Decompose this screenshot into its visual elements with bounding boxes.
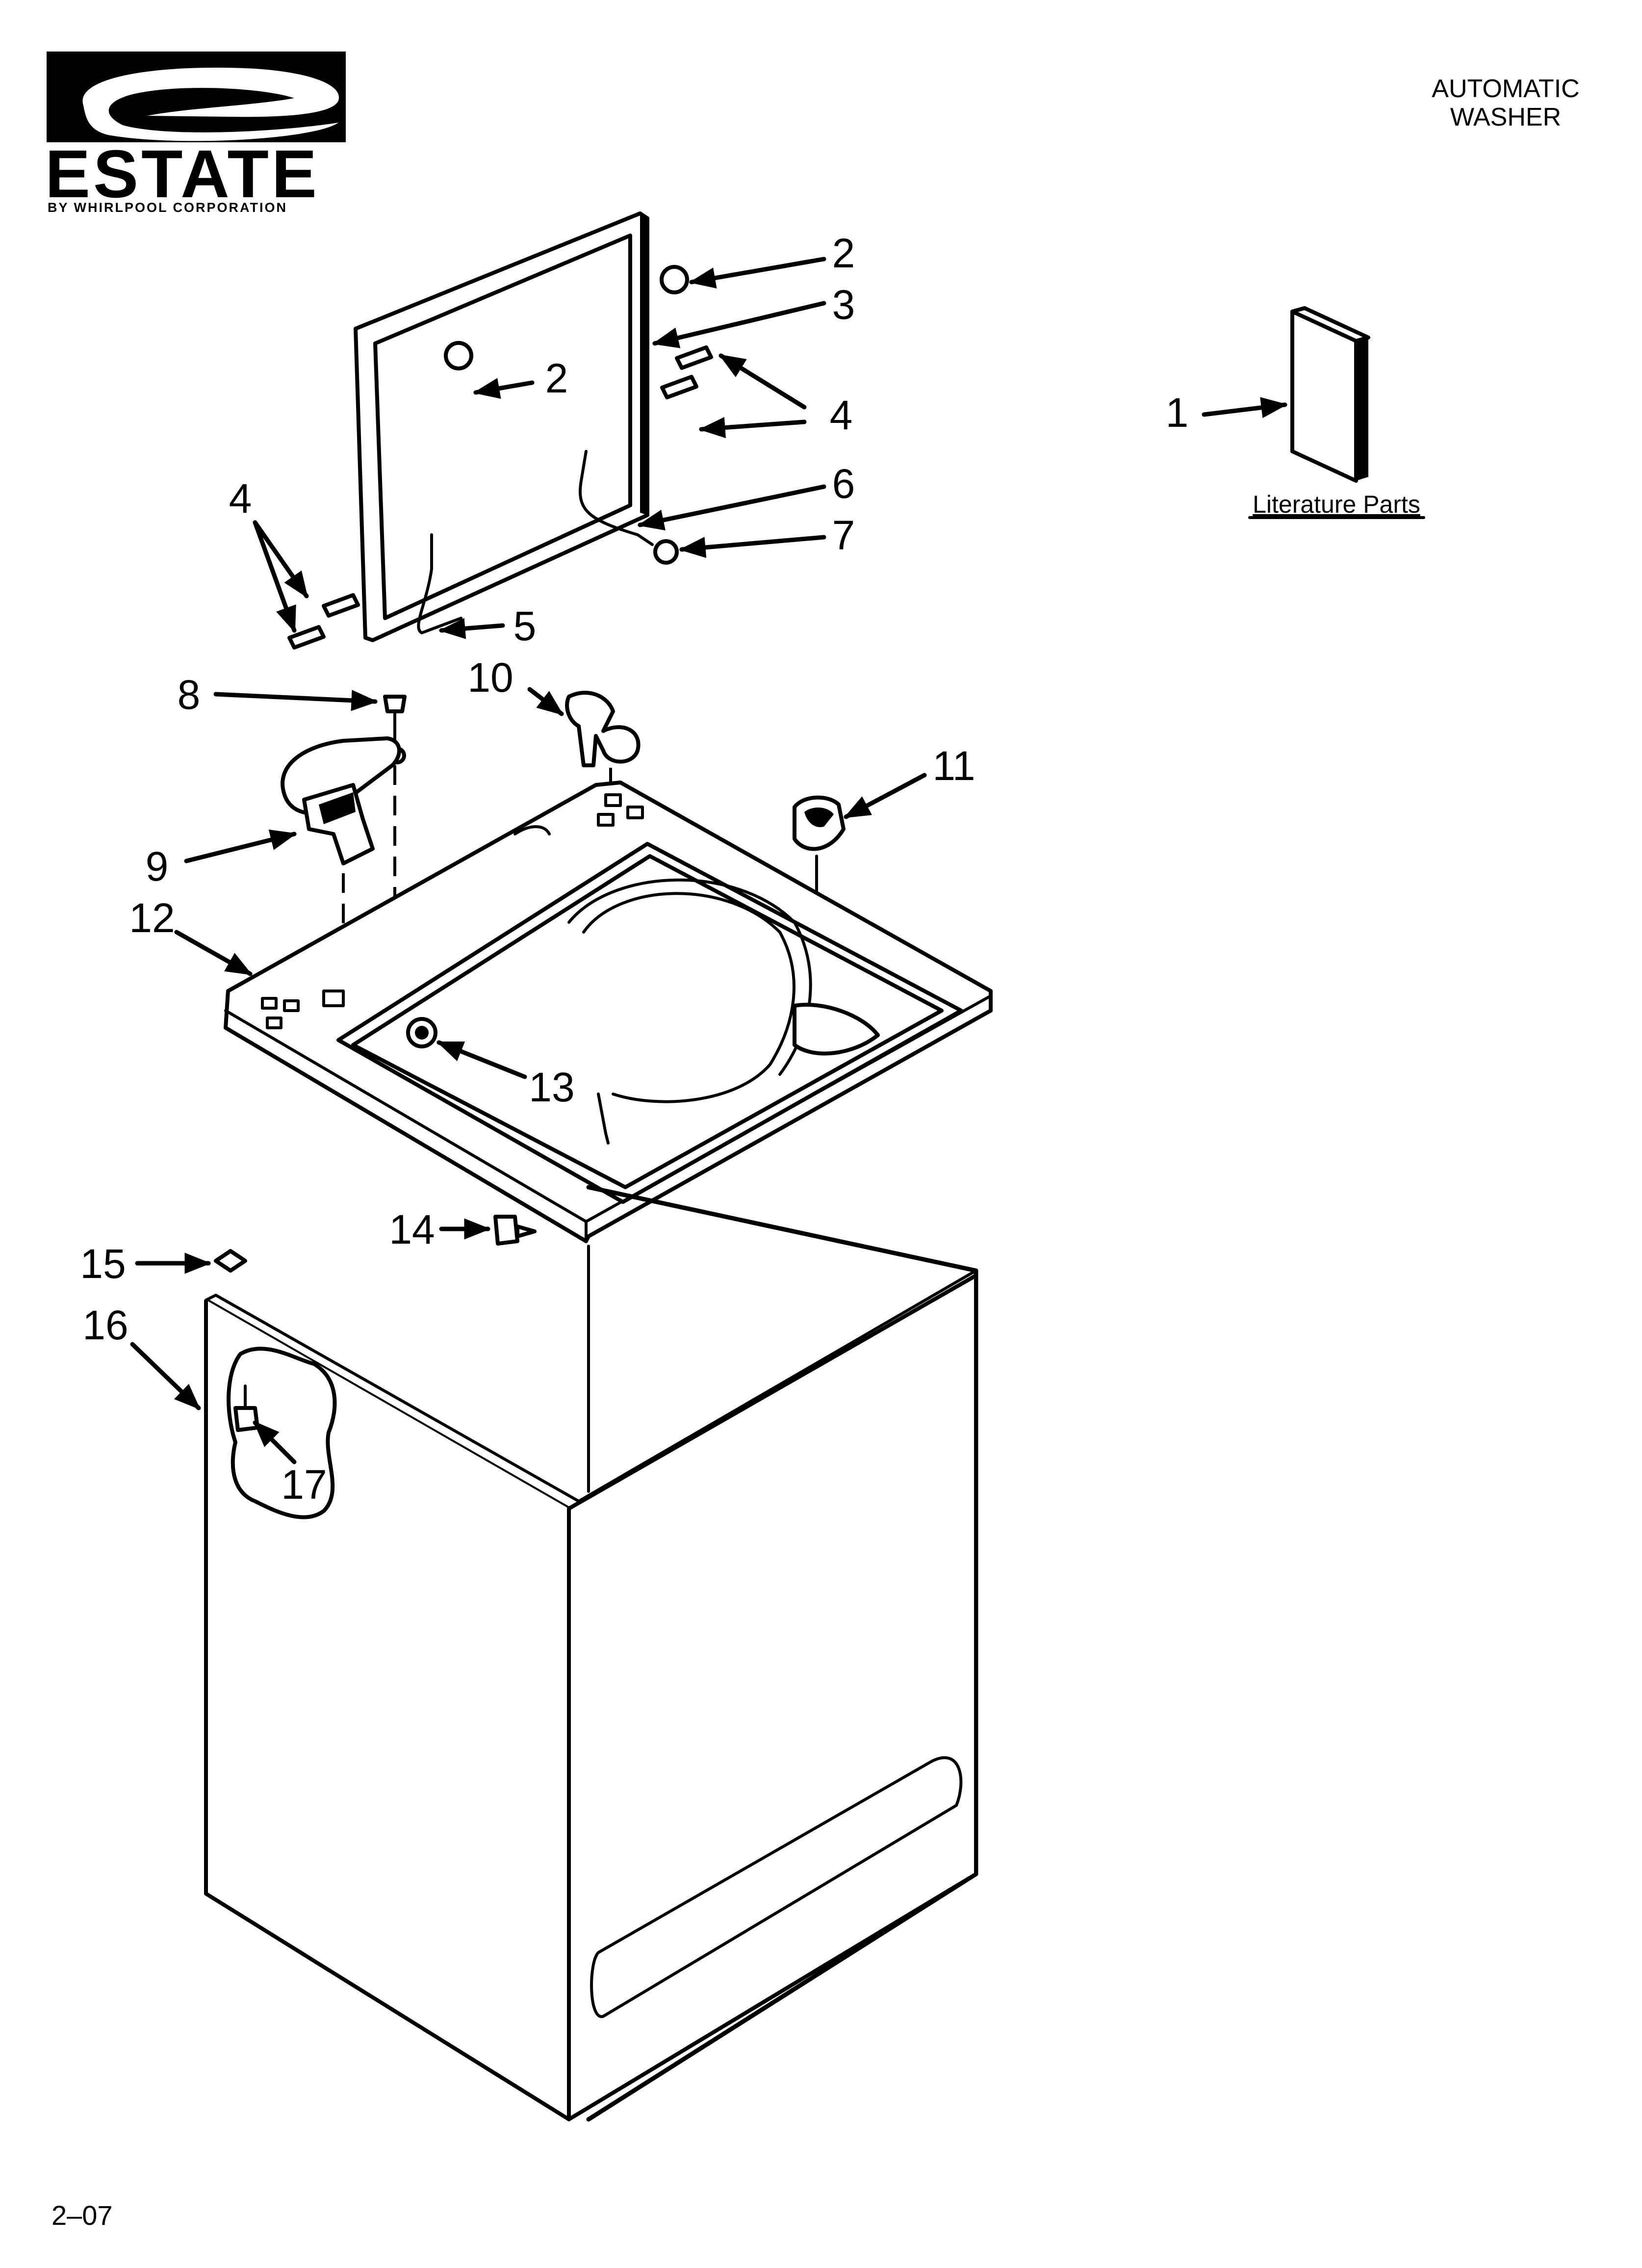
callout-4a-arrow-2 xyxy=(698,417,807,439)
title-line-2: WASHER xyxy=(1450,103,1561,131)
cabinet xyxy=(204,1185,978,2122)
cabinet-kick-panel xyxy=(590,1756,963,2018)
callout-11-arrow xyxy=(844,773,927,819)
dispenser-well xyxy=(793,1003,880,1056)
literature-booklet-spine xyxy=(1356,338,1368,481)
panel-slot-2 xyxy=(626,806,644,819)
hinge-screw-1 xyxy=(675,345,713,370)
callout-17: 17 xyxy=(281,1461,327,1508)
callout-15: 15 xyxy=(80,1241,126,1287)
literature-parts-label: Literature Parts xyxy=(1253,491,1420,518)
title-line-1: AUTOMATIC xyxy=(1432,75,1579,103)
callout-7: 7 xyxy=(832,512,855,558)
lid-edge xyxy=(640,213,647,515)
top-panel xyxy=(224,781,993,1243)
callout-16: 16 xyxy=(82,1302,128,1348)
panel-notch xyxy=(513,825,551,835)
callout-5: 5 xyxy=(513,603,537,649)
callout-4a: 4 xyxy=(830,392,853,438)
cutaway-screw-head xyxy=(233,1406,259,1432)
tub-ring-inner xyxy=(582,892,795,1103)
lid-assembly xyxy=(287,211,713,650)
estate-logo: ESTATE BY WHIRLPOOL CORPORATION xyxy=(45,52,346,215)
callout-14: 14 xyxy=(389,1206,435,1252)
literature-parts: 1 Literature Parts xyxy=(1166,306,1425,519)
tub-ring-seam xyxy=(597,1093,610,1145)
hinge-screw-2 xyxy=(660,375,698,399)
callout-3: 3 xyxy=(832,282,855,328)
callout-10-arrow xyxy=(527,687,564,716)
switch-body xyxy=(302,783,375,865)
callout-4b: 4 xyxy=(229,475,252,521)
bleach-dispenser-cap xyxy=(793,795,846,1012)
callout-17-arrow xyxy=(253,1420,297,1464)
panel-slot-6 xyxy=(266,1017,282,1029)
cabinet-side xyxy=(567,1274,978,2121)
callout-2b: 2 xyxy=(545,355,568,401)
panel-slot-4 xyxy=(261,997,278,1010)
snubber-pad xyxy=(406,1017,437,1048)
cabinet-screw-head xyxy=(493,1215,519,1246)
panel-slot-5 xyxy=(283,999,300,1012)
callout-2b-arrow xyxy=(473,378,535,399)
callout-4a-arrow-1 xyxy=(718,353,807,410)
switch-terminal xyxy=(319,792,356,824)
callout-9: 9 xyxy=(146,843,169,889)
brand-name: ESTATE xyxy=(45,136,320,212)
callout-1: 1 xyxy=(1166,390,1189,436)
lid-switch-assembly xyxy=(281,695,407,991)
lid-hinge-wire-right xyxy=(578,450,654,546)
callout-16-arrow xyxy=(130,1342,201,1410)
brand-subtitle: BY WHIRLPOOL CORPORATION xyxy=(48,200,287,215)
callout-8-arrow xyxy=(213,690,378,711)
callout-6-arrow xyxy=(637,484,826,531)
cabinet-screw xyxy=(493,1215,537,1246)
top-panel-opening xyxy=(351,854,944,1189)
hinge-screw-3 xyxy=(322,593,360,618)
callout-9-arrow xyxy=(184,829,297,863)
callout-3-arrow xyxy=(652,301,826,348)
hinge-clip-body xyxy=(565,691,641,767)
panel-slot-3 xyxy=(597,813,615,827)
cabinet-top-lip xyxy=(205,1269,977,1503)
lid-bumper-left xyxy=(444,341,473,370)
callout-5-arrow xyxy=(438,618,505,639)
dispenser-cap-top xyxy=(804,807,834,827)
snubber-inner xyxy=(415,1026,429,1040)
lid-hinge-wire-left xyxy=(417,533,462,634)
callout-2a: 2 xyxy=(832,230,855,276)
lid-bumper-top xyxy=(660,265,689,294)
hinge-screw-4 xyxy=(287,625,326,650)
logo-swoosh xyxy=(82,67,339,141)
callout-2a-arrow xyxy=(689,257,826,288)
callout-8: 8 xyxy=(178,672,201,718)
callout-13-arrow xyxy=(436,1040,527,1079)
callout-10: 10 xyxy=(467,654,513,701)
callout-7-arrow xyxy=(679,535,826,558)
lid-inner xyxy=(373,234,632,620)
panel-slot-7 xyxy=(322,990,345,1007)
switch-screw xyxy=(383,695,407,713)
cabinet-cutaway xyxy=(227,1347,337,1519)
callout-4b-arrow-2 xyxy=(253,520,297,633)
callout-4b-arrow-1 xyxy=(253,520,309,599)
hinge-nut xyxy=(653,539,679,565)
cabinet-clip xyxy=(214,1249,247,1273)
page-code: 2–07 xyxy=(51,2200,113,2231)
callout-1-arrow xyxy=(1202,397,1288,418)
callout-13: 13 xyxy=(529,1064,574,1110)
cabinet-screw-tip xyxy=(515,1225,537,1238)
callout-12-arrow xyxy=(174,930,253,976)
panel-slot-1 xyxy=(604,793,622,807)
callout-11: 11 xyxy=(932,743,975,789)
callout-6: 6 xyxy=(832,461,855,507)
callout-12: 12 xyxy=(129,895,175,941)
